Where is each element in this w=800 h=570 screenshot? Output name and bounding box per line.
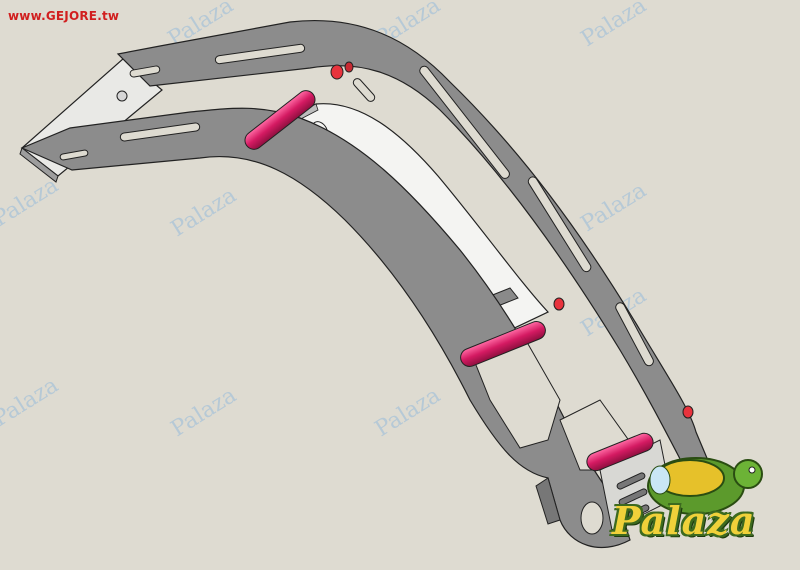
spacer-tube bbox=[244, 90, 316, 150]
site-url: www.GEJORE.tw bbox=[8, 9, 120, 23]
front-side-plate bbox=[20, 107, 641, 549]
spacer-tubes bbox=[244, 90, 654, 472]
spacer-tube bbox=[460, 321, 546, 367]
bolt-caps bbox=[330, 61, 694, 419]
palaza-logo: Palaza bbox=[612, 498, 756, 543]
turtle-icon bbox=[647, 457, 763, 515]
spacer-tube bbox=[586, 432, 654, 472]
